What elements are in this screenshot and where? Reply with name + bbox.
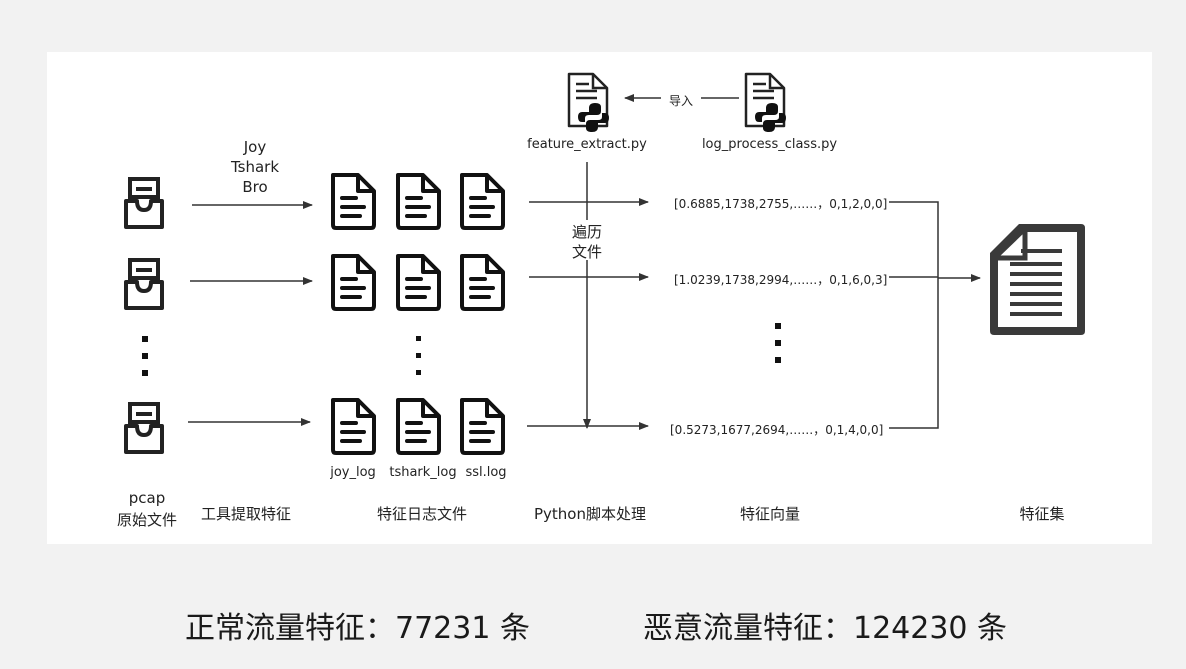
- feature-set-icon: [990, 224, 1085, 335]
- merge-bracket: [889, 201, 939, 429]
- stage-pcap-line1: pcap: [128, 489, 166, 507]
- tool-label-joy: Joy: [243, 138, 267, 156]
- import-label: 导入: [668, 94, 693, 108]
- log-label-tshark: tshark_log: [389, 465, 457, 480]
- stage-logs-label: 特征日志文件: [376, 505, 467, 523]
- stage-python-label: Python脚本处理: [534, 505, 646, 523]
- log-file-icon: [460, 254, 505, 311]
- vertical-ellipsis-icon: [775, 323, 781, 363]
- log-file-icon: [331, 173, 376, 230]
- log-file-icon: [331, 254, 376, 311]
- vertical-ellipsis-icon: [416, 336, 421, 375]
- vertical-ellipsis-icon: [142, 336, 148, 376]
- feature-vector: [0.5273,1677,2694,……，0,1,4,0,0]: [670, 423, 884, 437]
- traverse-label-line2: 文件: [571, 243, 602, 261]
- normal-traffic-count: 正常流量特征：77231 条: [185, 611, 530, 646]
- feature-vector: [0.6885,1738,2755,……，0,1,2,0,0]: [674, 197, 888, 211]
- tool-label-tshark: Tshark: [230, 158, 280, 176]
- malicious-traffic-count: 恶意流量特征：124230 条: [643, 611, 1008, 646]
- log-file-icon: [396, 173, 441, 230]
- log-label-ssl: ssl.log: [465, 465, 507, 480]
- pipeline-diagram: [122, 72, 1085, 456]
- log-file-icon: [460, 398, 505, 455]
- stage-set-label: 特征集: [1019, 505, 1065, 523]
- log-file-icon: [331, 398, 376, 455]
- log-file-icon: [396, 254, 441, 311]
- pcap-file-icon: [122, 400, 166, 456]
- python-script-icon: [567, 72, 611, 134]
- feature-vector: [1.0239,1738,2994,……，0,1,6,0,3]: [674, 273, 888, 287]
- stage-tool-label: 工具提取特征: [200, 505, 291, 523]
- log-file-icon: [460, 173, 505, 230]
- log-process-label: log_process_class.py: [701, 137, 838, 152]
- traverse-label-line1: 遍历: [571, 223, 602, 241]
- stage-pcap-line2: 原始文件: [116, 511, 177, 529]
- pcap-file-icon: [122, 256, 166, 312]
- log-label-joy: joy_log: [330, 465, 376, 480]
- pcap-file-icon: [122, 175, 166, 231]
- stage-vector-label: 特征向量: [739, 505, 800, 523]
- python-script-icon: [744, 72, 788, 134]
- diagram-panel: Joy Tshark Bro feature_extract.py log_pr…: [47, 52, 1152, 544]
- log-file-icon: [396, 398, 441, 455]
- tool-label-bro: Bro: [242, 178, 268, 196]
- feature-extract-label: feature_extract.py: [527, 137, 647, 152]
